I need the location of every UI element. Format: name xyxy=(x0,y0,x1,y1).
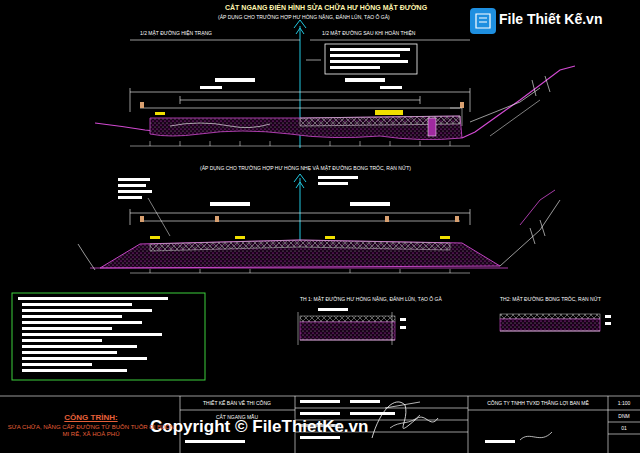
cell-text: DNM xyxy=(610,414,638,420)
title-block-cell: DNM xyxy=(610,411,638,422)
cell-text: 1:100 xyxy=(610,401,638,407)
title-block-cell: CÔNG TY TNHH TVXD THĂNG LỢI BAN MÊ xyxy=(470,398,606,409)
title-block xyxy=(0,396,640,453)
title-block-cell: CÔNG TRÌNH: SỬA CHỮA, NÂNG CẤP ĐƯỜNG TỪ B… xyxy=(4,399,178,449)
section-label: (ÁP DỤNG CHO TRƯỜNG HỢP HƯ HỎNG NẶNG, ĐÁ… xyxy=(218,15,390,21)
cell-text: SỬA CHỮA, NÂNG CẤP ĐƯỜNG TỪ BUÔN TUÔR ĐI… xyxy=(6,424,176,438)
cell-text: CẮT NGANG MẪU xyxy=(182,415,292,421)
layer-details xyxy=(298,308,611,345)
section-one xyxy=(95,20,575,148)
cell-text: CÔNG TRÌNH: xyxy=(6,413,176,422)
notes-box xyxy=(12,293,205,380)
section-label: (ÁP DỤNG CHO TRƯỜNG HỢP HƯ HỎNG NHẸ VÀ M… xyxy=(200,166,411,172)
section-label: TH2: MẶT ĐƯỜNG BONG TRÓC, RẠN NỨT xyxy=(500,297,601,303)
title-block-cell: 01 xyxy=(610,423,638,434)
section-label: 1/2 MẶT ĐƯỜNG SAU KHI HOÀN THIỆN xyxy=(322,31,415,37)
title-block-cell: 1:100 xyxy=(610,398,638,409)
cell-text: THIẾT KẾ BẢN VẼ THI CÔNG xyxy=(182,401,292,407)
drawing-title: CẮT NGANG ĐIỂN HÌNH SỬA CHỮA HƯ HỎNG MẶT… xyxy=(225,4,427,12)
section-two xyxy=(78,174,560,273)
section-label: TH 1: MẶT ĐƯỜNG HƯ HỎNG NẶNG, ĐÁNH LÚN, … xyxy=(300,297,442,303)
watermark: Copyright © FileThietKe.vn xyxy=(150,418,368,437)
watermark: File Thiết Kế.vn xyxy=(499,12,602,27)
section-label: 1/2 MẶT ĐƯỜNG HIỆN TRẠNG xyxy=(140,31,212,37)
title-block-cell: THIẾT KẾ BẢN VẼ THI CÔNG xyxy=(182,398,292,409)
title-block-cell: CẮT NGANG MẪU xyxy=(182,412,292,423)
cell-text: CÔNG TY TNHH TVXD THĂNG LỢI BAN MÊ xyxy=(470,401,606,407)
cell-text: 01 xyxy=(610,426,638,432)
logo-icon xyxy=(470,8,496,34)
